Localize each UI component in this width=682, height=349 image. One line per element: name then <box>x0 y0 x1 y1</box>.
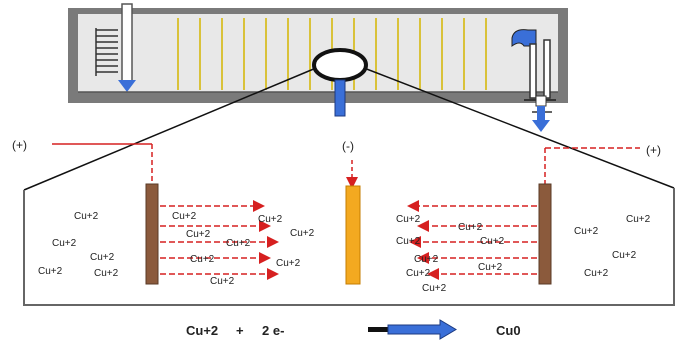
ion-label: Cu+2 <box>422 283 447 294</box>
equation-plus: + <box>236 323 244 338</box>
ion-label: Cu+2 <box>414 254 439 265</box>
ion-label: Cu+2 <box>190 254 215 265</box>
ion-label: Cu+2 <box>186 229 211 240</box>
right-anode-electrode <box>538 183 552 285</box>
ion-label: Cu+2 <box>258 214 283 225</box>
ion-label: Cu+2 <box>458 222 483 233</box>
outlet-flow-arrow-icon <box>532 120 550 132</box>
magnifier-icon <box>312 48 368 117</box>
ion-label: Cu+2 <box>626 214 651 225</box>
left-ion-flow-arrows <box>160 200 279 280</box>
ion-label: Cu+2 <box>584 268 609 279</box>
right-ion-flow-arrows <box>407 200 537 280</box>
electroplating-tank-icon <box>68 3 568 103</box>
ion-label: Cu+2 <box>38 266 63 277</box>
ion-label: Cu+2 <box>290 228 315 239</box>
ion-label: Cu+2 <box>172 211 197 222</box>
left-anode-electrode <box>145 183 159 285</box>
heater-coil-icon <box>95 28 118 76</box>
ion-label: Cu+2 <box>94 268 119 279</box>
zoomed-tank <box>23 188 675 306</box>
ion-label: Cu+2 <box>396 236 421 247</box>
ion-label: Cu+2 <box>612 250 637 261</box>
cathode-label: (-) <box>342 139 354 153</box>
ion-label: Cu+2 <box>574 226 599 237</box>
pump-valve-icon <box>511 29 556 132</box>
equation-reactant: Cu+2 <box>186 323 218 338</box>
ion-label: Cu+2 <box>74 211 99 222</box>
ion-label: Cu+2 <box>406 268 431 279</box>
equation-arrow-icon <box>387 319 457 340</box>
ion-label: Cu+2 <box>276 258 301 269</box>
anode-left-label: (+) <box>12 138 27 152</box>
anode-right-label: (+) <box>646 143 661 157</box>
ion-label: Cu+2 <box>478 262 503 273</box>
ion-label: Cu+2 <box>396 214 421 225</box>
right-anode-wire <box>544 147 640 184</box>
equation-product: Cu0 <box>496 323 521 338</box>
cathode-electrode <box>345 185 361 285</box>
equation-arrow-tail <box>368 327 388 332</box>
ion-label: Cu+2 <box>52 238 77 249</box>
equation-electrons: 2 e- <box>262 323 284 338</box>
inlet-flow-arrow-icon <box>118 80 136 92</box>
left-anode-wire <box>52 143 153 184</box>
ion-label: Cu+2 <box>210 276 235 287</box>
inlet-pipe <box>121 3 133 83</box>
ion-label: Cu+2 <box>90 252 115 263</box>
ion-label: Cu+2 <box>480 236 505 247</box>
ion-label: Cu+2 <box>226 238 251 249</box>
reduction-equation: Cu+2 + 2 e- Cu0 <box>186 319 521 340</box>
